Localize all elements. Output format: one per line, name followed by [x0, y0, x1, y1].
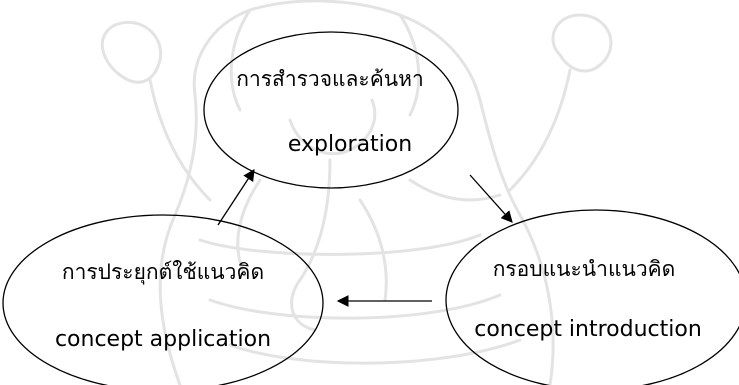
- concept-application-label-english: concept application: [55, 327, 271, 352]
- concept-introduction-ellipse: [445, 209, 739, 385]
- arrow-application-to-exploration: [217, 169, 255, 226]
- concept-introduction-label-english: concept introduction: [474, 317, 702, 342]
- concept-application-ellipse: [2, 214, 324, 385]
- arrow-exploration-to-introduction: [469, 174, 513, 223]
- exploration-ellipse: [203, 31, 459, 189]
- concept-introduction-label-thai: กรอบแนะนำแนวคิด: [493, 257, 676, 281]
- concept-application-label-thai: การประยุกต์ใช้แนวคิด: [62, 260, 264, 285]
- exploration-label-thai: การสำรวจและค้นหา: [236, 67, 424, 91]
- exploration-label-english: exploration: [288, 132, 412, 157]
